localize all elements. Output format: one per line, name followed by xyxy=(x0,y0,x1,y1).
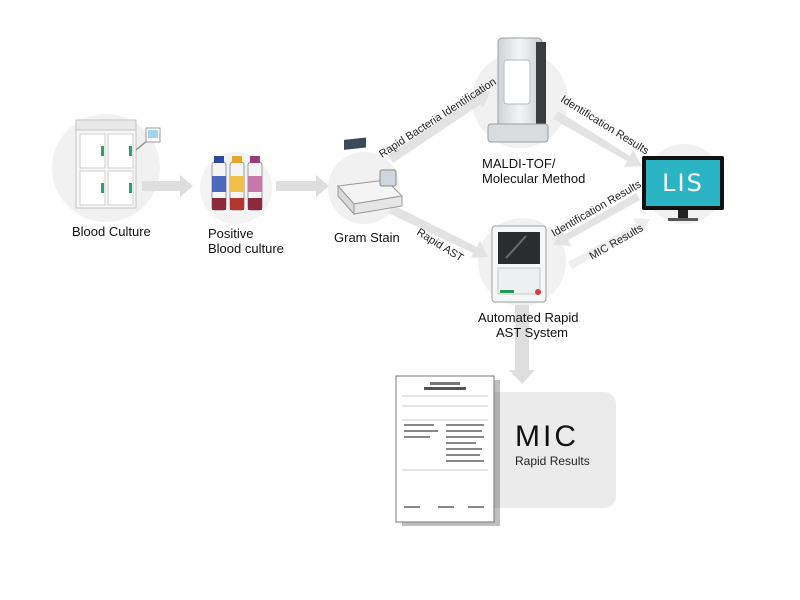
node-label-maldi-line2: Molecular Method xyxy=(482,171,586,186)
arrow-ast-to-mic xyxy=(509,305,535,384)
mic-title: MIC xyxy=(515,420,579,453)
mic-panel xyxy=(480,392,616,508)
node-label-ast-line1: Automated Rapid xyxy=(478,310,579,325)
node-label-positive-line2: Blood culture xyxy=(208,241,284,256)
node-label-blood-culture: Blood Culture xyxy=(72,224,151,239)
arrow-culture-to-positive xyxy=(142,175,193,197)
report-document-icon xyxy=(395,375,500,526)
edge-label-mic-results: MIC Results xyxy=(588,222,646,263)
maldi-tof-instrument-icon xyxy=(487,37,549,143)
mic-subtitle: Rapid Results xyxy=(515,454,590,468)
blood-culture-instrument-icon xyxy=(75,119,161,209)
lis-label: LIS xyxy=(662,169,704,197)
node-label-positive-line1: Positive xyxy=(208,226,254,241)
lis-monitor-icon: LIS xyxy=(642,156,724,221)
arrow-gram-to-ast xyxy=(388,205,488,258)
gram-stain-instrument-icon xyxy=(336,137,404,216)
ast-instrument-icon xyxy=(491,225,547,303)
node-label-gram-stain: Gram Stain xyxy=(334,230,400,245)
arrow-ast-to-lis xyxy=(568,218,650,269)
node-label-ast-line2: AST System xyxy=(496,325,569,340)
arrow-positive-to-gram xyxy=(276,175,329,197)
culture-bottles-icon xyxy=(211,156,263,211)
node-label-maldi-line1: MALDI-TOF/ xyxy=(482,156,556,171)
arrow-gram-to-maldi xyxy=(388,91,490,163)
arrow-lis-to-ast xyxy=(553,193,640,246)
arrow-maldi-to-lis xyxy=(553,111,642,167)
